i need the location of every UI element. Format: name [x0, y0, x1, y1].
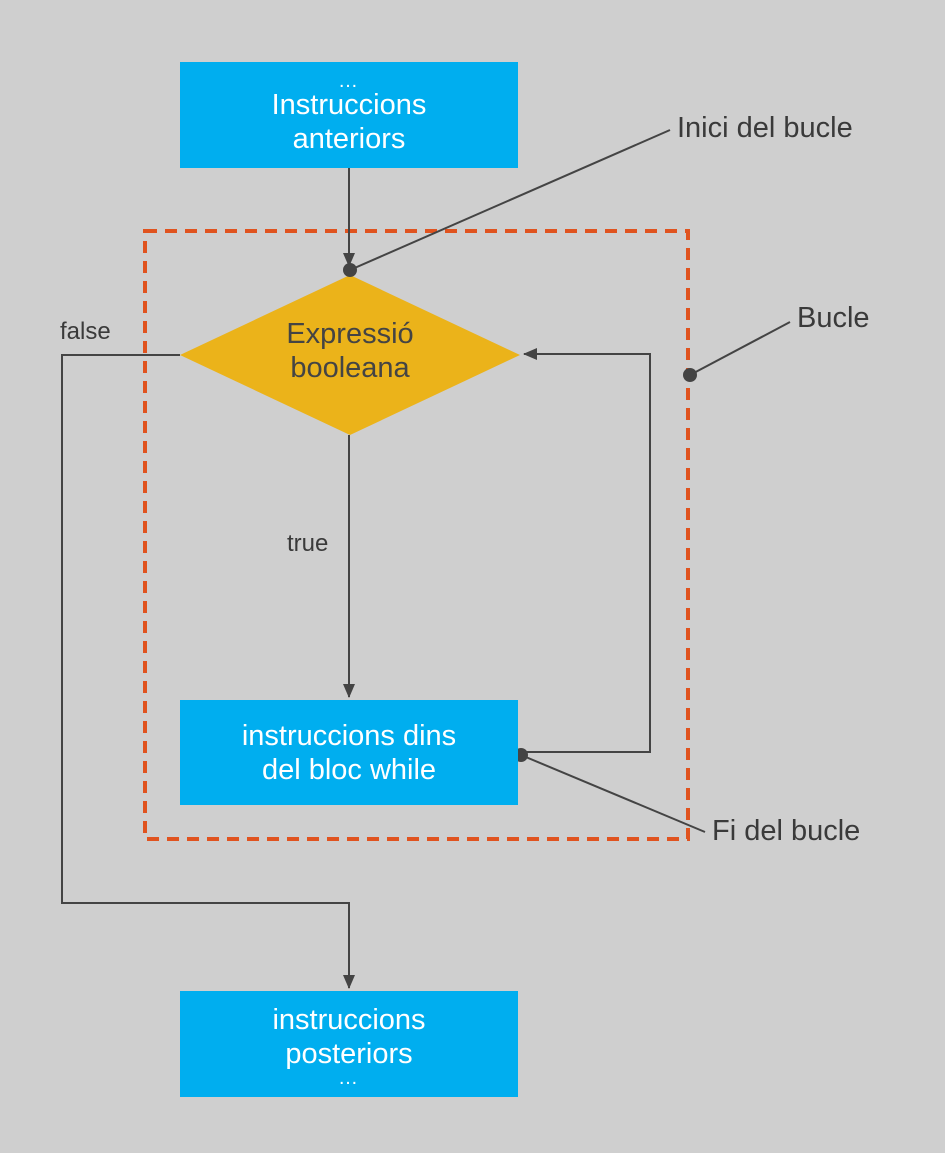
annotation-loop-start: Inici del bucle: [677, 112, 853, 144]
arrow-false-branch: [61, 354, 355, 989]
box-loop-body: instruccions dins del bloc while: [180, 700, 518, 805]
ellipsis-top: …: [338, 70, 360, 92]
box-body-line1: instruccions dins: [241, 719, 457, 752]
decision-line1: Expressió: [286, 318, 414, 350]
true-label: true: [287, 530, 329, 557]
decision-line2: booleana: [290, 352, 410, 384]
box-bottom-line2: posteriors: [285, 1038, 413, 1070]
ellipsis-bottom: …: [338, 1067, 360, 1089]
leader-loop-start: [349, 129, 671, 271]
box-bottom-line1: instruccions: [272, 1004, 426, 1036]
arrow-loop-back: [521, 348, 651, 753]
decision-diamond: [180, 275, 520, 435]
box-top-line2: anteriors: [292, 123, 406, 155]
leader-loop: [689, 321, 791, 376]
leader-loop-end: [520, 754, 706, 833]
loop-border: [143, 229, 690, 841]
dot-loop-start: [343, 263, 357, 277]
annotation-loop: Bucle: [797, 302, 870, 334]
box-previous-instructions: … Instruccions anteriors: [180, 62, 518, 168]
box-top-line1: Instruccions: [271, 89, 427, 121]
annotation-loop-end: Fi del bucle: [712, 815, 861, 847]
dot-loop: [683, 368, 697, 382]
box-body-line2: del bloc while: [261, 753, 437, 786]
false-label: false: [60, 318, 111, 345]
box-posterior-instructions: instruccions posteriors …: [180, 991, 518, 1097]
decision-label: Expressió booleana: [180, 317, 520, 385]
